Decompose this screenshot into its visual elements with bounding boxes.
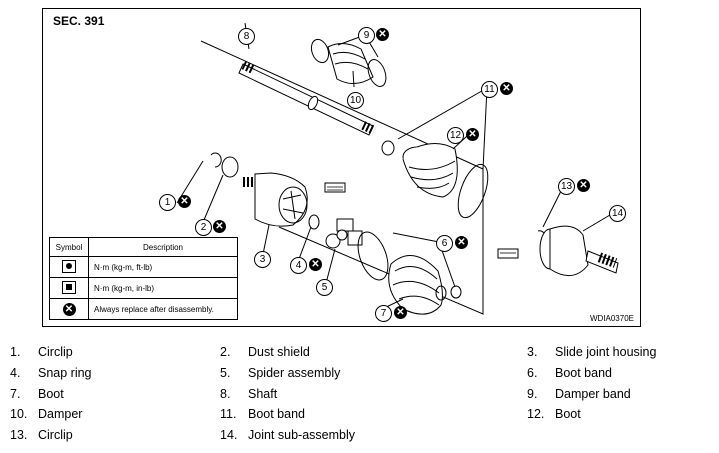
callout-4: 4 xyxy=(290,257,307,274)
replace-x-icon: ✕ xyxy=(309,258,322,271)
legend-row: ✕ Always replace after disassembly. xyxy=(49,298,238,320)
callout-9: 9 xyxy=(358,27,375,44)
torque-nm-kgm-ftlb-icon xyxy=(62,259,76,273)
exploded-diagram: SEC. 391 xyxy=(42,8,641,327)
spider-assembly-drawing xyxy=(325,218,363,249)
callout-8: 8 xyxy=(238,28,255,45)
replace-x-icon: ✕ xyxy=(178,195,191,208)
legend-description: N·m (kg-m, ft-lb) xyxy=(88,256,238,278)
torque-nm-kgm-inlb-icon xyxy=(62,280,76,294)
dust-shield-drawing xyxy=(221,156,239,178)
callout-11: 11 xyxy=(481,81,498,98)
damper-drawing xyxy=(310,38,387,87)
diagram-drawing xyxy=(176,22,619,315)
replace-x-icon: ✕ xyxy=(577,179,590,192)
legend-header-description: Description xyxy=(88,237,238,257)
replace-x-icon: ✕ xyxy=(213,220,226,233)
boot-band-6-small xyxy=(450,285,462,299)
figure-code: WDIA0370E xyxy=(589,314,634,323)
boot-band-6-large xyxy=(357,231,389,281)
callout-2: 2 xyxy=(195,219,212,236)
joint-subassembly-drawing xyxy=(539,225,619,276)
torque-mark-2 xyxy=(497,248,519,259)
callout-14: 14 xyxy=(609,205,626,222)
legend-row: N·m (kg-m, in-lb) xyxy=(49,277,238,299)
replace-x-icon: ✕ xyxy=(500,82,513,95)
callout-12: 12 xyxy=(447,127,464,144)
shaft-drawing xyxy=(238,60,377,136)
boot-7-drawing xyxy=(388,255,447,315)
slide-joint-housing-drawing xyxy=(241,172,308,227)
legend-description: N·m (kg-m, in-lb) xyxy=(88,277,238,299)
circlip-1-drawing xyxy=(210,152,222,168)
legend-row: N·m (kg-m, ft-lb) xyxy=(49,256,238,278)
torque-mark-1 xyxy=(324,182,346,193)
callout-6: 6 xyxy=(436,235,453,252)
legend-header-symbol: Symbol xyxy=(49,237,89,257)
assembly-outline xyxy=(200,40,484,315)
replace-x-icon: ✕ xyxy=(394,306,407,319)
replace-x-icon: ✕ xyxy=(455,236,468,249)
callout-3: 3 xyxy=(254,251,271,268)
callout-5: 5 xyxy=(316,279,333,296)
replace-x-icon: ✕ xyxy=(466,128,479,141)
replace-x-icon: ✕ xyxy=(376,28,389,41)
symbol-legend: Symbol Description N·m (kg-m, ft-lb) N·m… xyxy=(49,237,238,320)
callout-7: 7 xyxy=(375,305,392,322)
replace-x-icon: ✕ xyxy=(62,302,76,316)
callout-1: 1 xyxy=(159,194,176,211)
snap-ring-drawing xyxy=(308,214,320,230)
boot-12-drawing xyxy=(402,143,458,198)
section-label: SEC. 391 xyxy=(53,14,105,28)
callout-13: 13 xyxy=(558,178,575,195)
callout-10: 10 xyxy=(347,92,364,109)
boot-band-11-large xyxy=(457,163,489,219)
legend-description: Always replace after disassembly. xyxy=(88,298,238,320)
boot-band-11-small xyxy=(381,140,395,156)
